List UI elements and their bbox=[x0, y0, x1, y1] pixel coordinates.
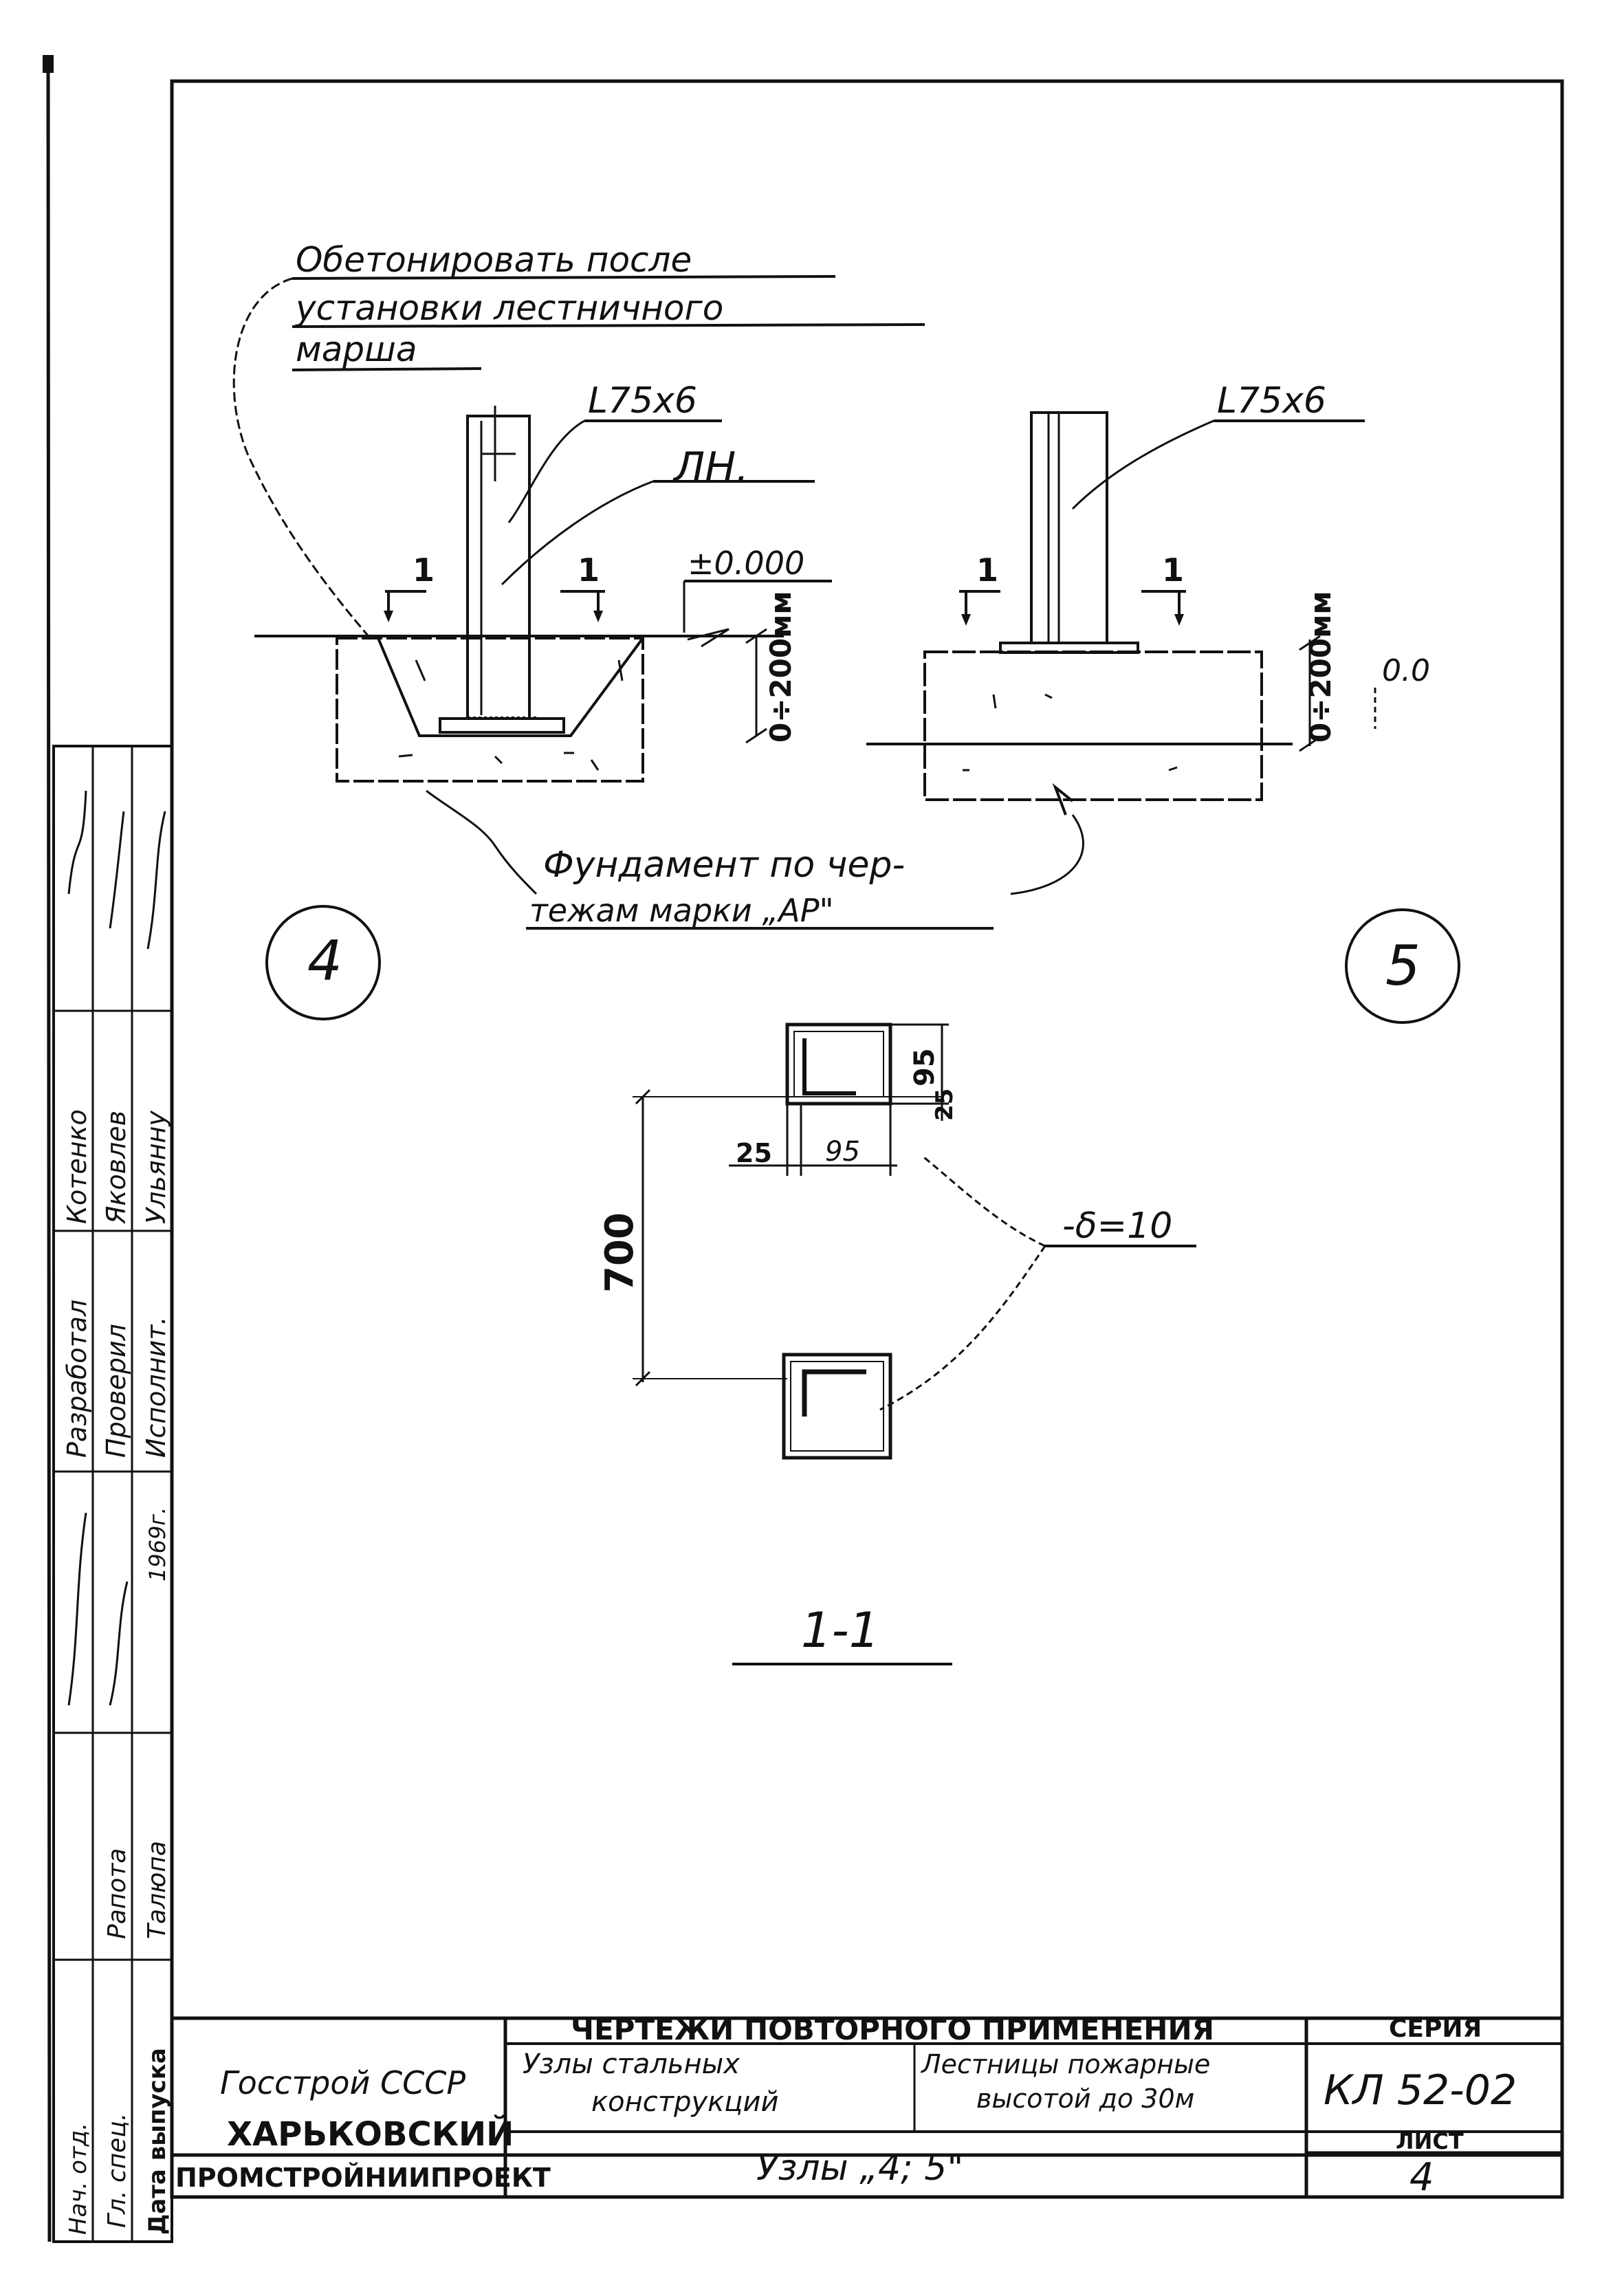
node4-level-label: ±0.000 bbox=[688, 545, 804, 582]
stamp-year: 1969г. bbox=[144, 1507, 171, 1582]
svg-text:1: 1 bbox=[1162, 551, 1184, 589]
node5-section-mark-left: 1 bbox=[959, 551, 1000, 626]
node-5-circle bbox=[1345, 908, 1460, 1024]
subject-line-1: Узлы стальных bbox=[523, 2048, 740, 2080]
series-label: СЕРИЯ bbox=[1389, 2015, 1482, 2043]
stamp-name-3: Ульянну bbox=[141, 1111, 171, 1224]
stamp-name-talyupa: Талюпа bbox=[143, 1841, 171, 1939]
node4-angle-label: L75x6 bbox=[588, 380, 697, 422]
drawing-frame bbox=[170, 79, 1564, 2157]
stamp-name-1: Котенко bbox=[62, 1109, 92, 1224]
stamp-role-3: Исполнит. bbox=[141, 1317, 171, 1458]
svg-text:1: 1 bbox=[413, 551, 435, 589]
node4-depth-label: 0÷200мм bbox=[764, 591, 798, 743]
stamp-release-date: Дата выпуска bbox=[144, 2048, 171, 2235]
object-line-1: Лестницы пожарные bbox=[920, 2049, 1210, 2079]
title-header: ЧЕРТЕЖИ ПОВТОРНОГО ПРИМЕНЕНИЯ bbox=[571, 2013, 1214, 2046]
foundation-note: Фундамент по чер- тежам марки „АР" bbox=[426, 789, 1084, 930]
node5-angle-label: L75x6 bbox=[1217, 380, 1326, 422]
stamp-role-2: Проверил bbox=[101, 1324, 131, 1458]
section-1-1-drawing: 95 25 25 95 700 -δ=10 1-1 bbox=[597, 1023, 1196, 1665]
node4-weld-label: ЛН. bbox=[672, 444, 749, 492]
node5-section-mark-right: 1 bbox=[1141, 551, 1186, 626]
foundation-note-line-1: Фундамент по чер- bbox=[543, 844, 905, 886]
node5-level-label: 0.0 bbox=[1382, 653, 1430, 688]
node5-depth-label: 0÷200мм bbox=[1304, 591, 1337, 743]
dim-edge-right: 25 bbox=[931, 1089, 958, 1121]
svg-text:1: 1 bbox=[578, 551, 600, 589]
binding-edge-line bbox=[46, 54, 52, 2242]
node4-section-mark-right: 1 bbox=[560, 551, 605, 622]
node4-section-mark-left: 1 bbox=[384, 551, 435, 622]
dim-plate-height: 95 bbox=[909, 1048, 941, 1086]
sheet-title: Узлы „4; 5" bbox=[756, 2147, 963, 2189]
node-4-drawing: Обетонировать после установки лестничног… bbox=[232, 240, 925, 1020]
sheet-number: 4 bbox=[1409, 2155, 1434, 2200]
object-line-2: высотой до 30м bbox=[976, 2084, 1194, 2114]
side-stamp: Разработал Котенко Проверил Яковлев Испо… bbox=[52, 745, 173, 2243]
section-title: 1-1 bbox=[801, 1602, 879, 1659]
stamp-role-rapota: Рапота bbox=[103, 1848, 131, 1939]
subject-line-2: конструкций bbox=[591, 2086, 779, 2118]
stamp-name-2: Яковлев bbox=[101, 1111, 131, 1225]
dim-edge-bottom: 25 bbox=[736, 1138, 772, 1168]
node-4-circle bbox=[265, 905, 381, 1020]
stamp-role-1: Разработал bbox=[62, 1300, 92, 1458]
node-4-number: 4 bbox=[307, 929, 342, 993]
concrete-note-line-1: Обетонировать после bbox=[296, 240, 692, 280]
concrete-note-line-3: марша bbox=[296, 329, 417, 369]
foundation-note-line-2: тежам марки „АР" bbox=[529, 892, 834, 929]
org-name-3: ПРОМСТРОЙНИИПРОЕКТ bbox=[175, 2163, 551, 2193]
dim-plate-width: 95 bbox=[825, 1136, 860, 1168]
svg-text:1: 1 bbox=[976, 551, 998, 589]
node-5-drawing: L75x6 1 1 0÷200мм 0.0 5 bbox=[866, 380, 1460, 1024]
node-5-number: 5 bbox=[1385, 934, 1420, 998]
sheet-label: ЛИСТ bbox=[1396, 2128, 1464, 2154]
stamp-role-gl-spec: Гл. спец. bbox=[103, 2113, 131, 2228]
title-block: Госстрой СССР ХАРЬКОВСКИЙ ПРОМСТРОЙНИИПР… bbox=[170, 2013, 1564, 2200]
stamp-role-nach-otd: Нач. отд. bbox=[65, 2123, 92, 2235]
series-value: КЛ 52-02 bbox=[1324, 2066, 1517, 2114]
concrete-note-line-2: установки лестничного bbox=[294, 288, 723, 328]
dim-700: 700 bbox=[597, 1212, 642, 1293]
plate-thickness-label: -δ=10 bbox=[1062, 1205, 1172, 1247]
org-name-1: Госстрой СССР bbox=[220, 2064, 465, 2101]
org-name-2: ХАРЬКОВСКИЙ bbox=[227, 2114, 514, 2154]
